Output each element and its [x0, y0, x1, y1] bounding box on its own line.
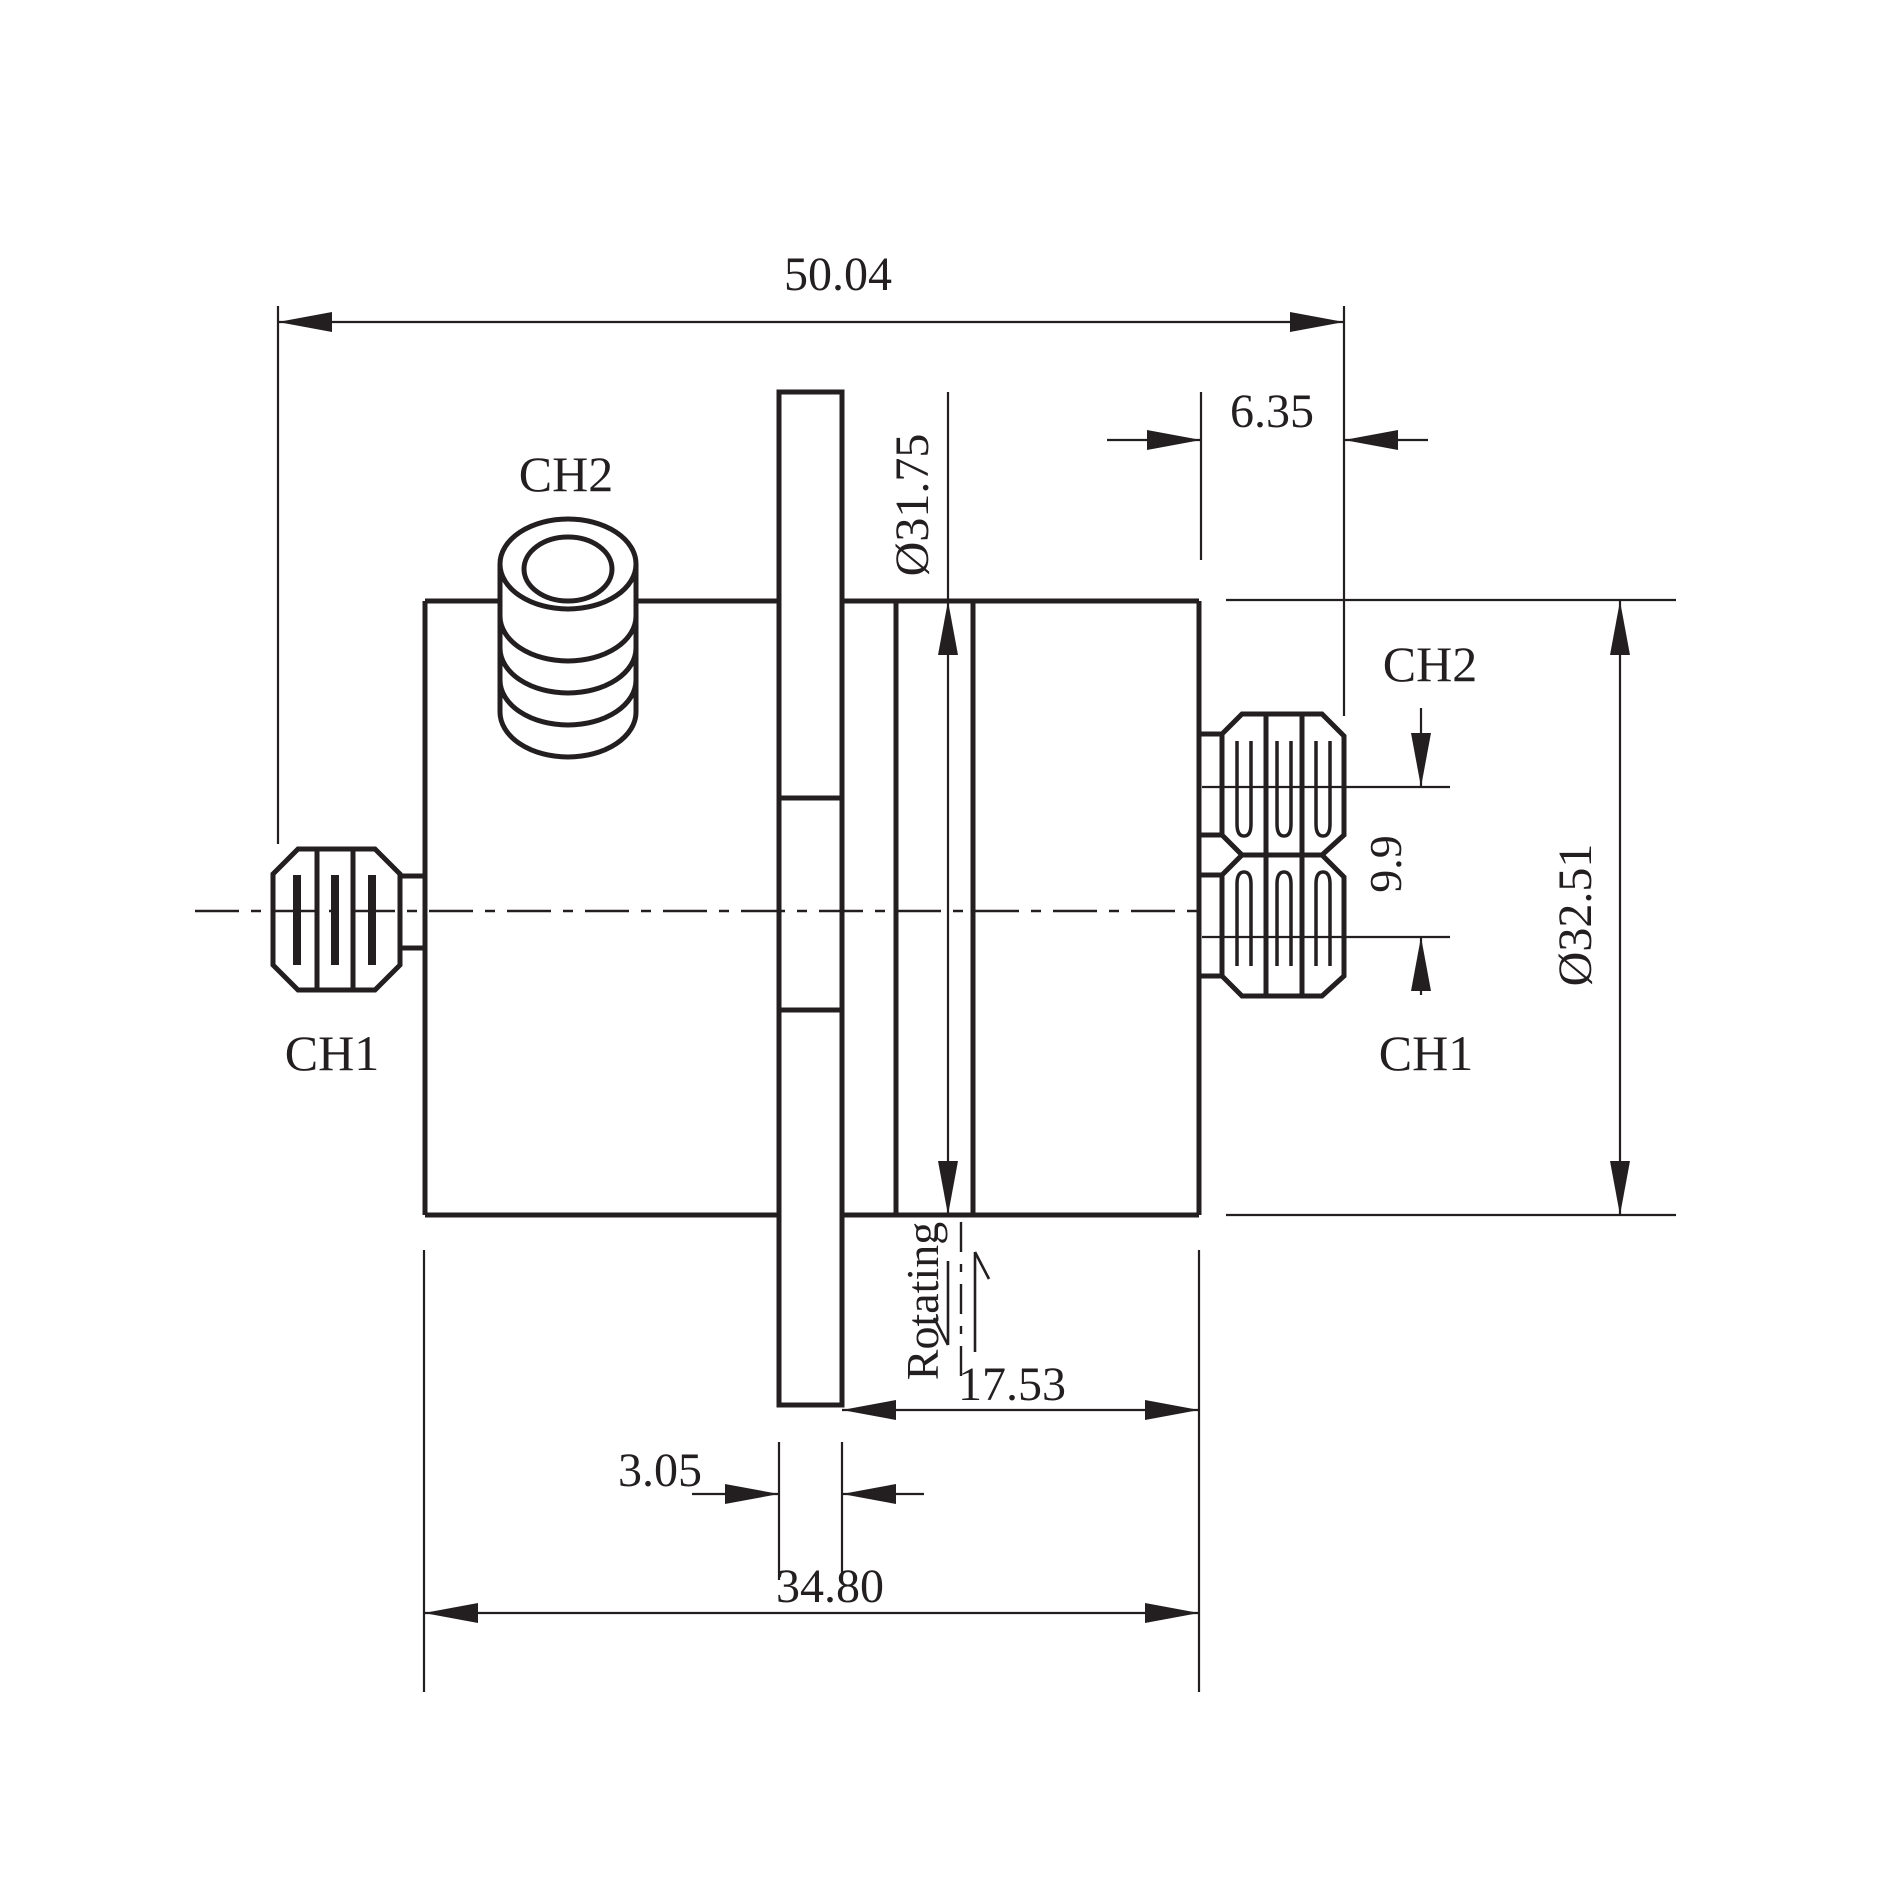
ch2-right-octagon	[1219, 711, 1347, 858]
arrowhead-up	[1411, 937, 1431, 991]
ch1-left-octagon	[270, 846, 403, 993]
dim-channel-spacing: 9.9	[1202, 708, 1450, 995]
dim-rotor-length: 17.53	[842, 1250, 1201, 1692]
dim-rotor-diameter-value: Ø31.75	[886, 434, 939, 577]
arrowhead-left	[278, 312, 332, 332]
rotating-callout: Rotating	[897, 1222, 991, 1384]
arrowhead-right	[842, 1484, 896, 1504]
dim-housing-diameter-value: Ø32.51	[1549, 844, 1602, 987]
arrowhead-down	[1610, 1161, 1630, 1215]
arrowhead-left	[842, 1400, 896, 1420]
flange-outline	[776, 389, 845, 1408]
dim-body-length: 34.80	[422, 1250, 1199, 1692]
dim-flange-thickness: 3.05	[618, 1442, 924, 1580]
arrowhead-right	[1344, 430, 1398, 450]
dim-housing-diameter: Ø32.51	[1226, 598, 1676, 1217]
dim-overall-length: 50.04	[276, 248, 1346, 844]
ch2-right-slot-2	[1275, 741, 1293, 838]
ch2-right-slot-1	[1235, 741, 1253, 838]
dim-rotor-diameter: Ø31.75	[886, 392, 958, 1215]
ch2-threaded-port	[497, 516, 639, 760]
rotating-label: Rotating	[897, 1222, 948, 1380]
arrowhead-right	[1145, 1603, 1199, 1623]
dim-overall-length-value: 50.04	[784, 248, 892, 301]
right-connectors	[1199, 711, 1347, 999]
label-ch2-left: CH2	[519, 446, 613, 502]
ch1-right-slot-2	[1275, 870, 1293, 966]
rotation-arrow-down-barb	[932, 1317, 950, 1346]
arrowhead-left	[725, 1484, 779, 1504]
ch1-right-slot-1	[1235, 870, 1253, 966]
label-ch1-left: CH1	[285, 1025, 379, 1081]
dim-body-length-value: 34.80	[776, 1560, 884, 1613]
ch1-left-connector	[270, 846, 425, 993]
arrowhead-up	[938, 601, 958, 655]
ch1-right-slot-3	[1314, 870, 1332, 966]
stator-body	[422, 598, 779, 1218]
arrowhead-right	[1290, 312, 1344, 332]
ch2-right-slot-3	[1314, 741, 1332, 838]
dim-right-end-offset: 6.35	[1107, 385, 1428, 560]
flange-disk	[776, 389, 845, 1408]
arrowhead-left	[1147, 430, 1201, 450]
thread-top-outer-ellipse	[497, 516, 639, 612]
arrowhead-up	[1610, 601, 1630, 655]
dim-channel-spacing-value: 9.9	[1360, 835, 1411, 893]
thread-ring-1	[497, 615, 639, 664]
rotation-arrow-up-barb	[973, 1251, 991, 1280]
arrowhead-right	[1145, 1400, 1199, 1420]
dim-flange-thickness-value: 3.05	[618, 1444, 702, 1497]
arrowhead-down	[1411, 733, 1431, 787]
thread-ring-2	[497, 647, 639, 696]
thread-ring-4	[497, 711, 639, 760]
thread-bore-ellipse	[521, 534, 615, 604]
ch1-right-octagon	[1219, 852, 1347, 999]
label-ch1-right: CH1	[1379, 1025, 1473, 1081]
rotor-body	[842, 598, 1202, 1218]
dim-right-end-offset-value: 6.35	[1230, 385, 1314, 438]
arrowhead-left	[424, 1603, 478, 1623]
arrowhead-down	[938, 1161, 958, 1215]
thread-ring-3	[497, 679, 639, 728]
label-ch2-right: CH2	[1383, 636, 1477, 692]
dim-rotor-length-value: 17.53	[958, 1358, 1066, 1411]
